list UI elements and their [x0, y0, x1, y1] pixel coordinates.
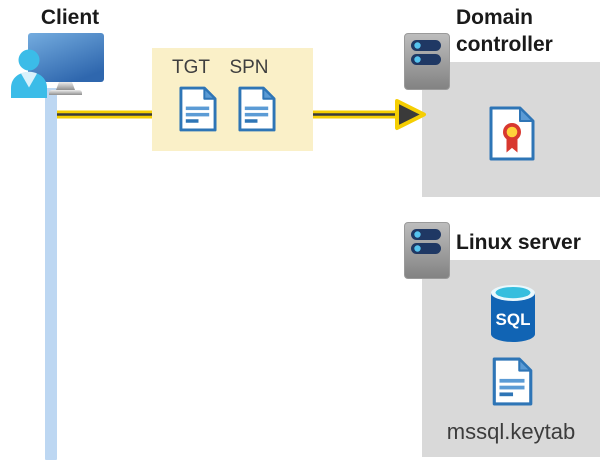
certificate-icon [489, 106, 535, 161]
monitor-stand-neck [56, 82, 75, 90]
sql-cylinder-body [491, 293, 535, 342]
domain-controller-server-icon [404, 33, 450, 90]
certificate-seal-center [506, 126, 518, 138]
tgt-label: TGT [172, 57, 210, 78]
tgt-document-icon [179, 86, 217, 132]
sql-database-icon: SQL [491, 285, 535, 342]
sql-cylinder-top [495, 287, 531, 299]
client-workstation-icon [11, 33, 104, 98]
person-head [18, 49, 40, 71]
spn-document-icon [238, 86, 276, 132]
spn-label: SPN [229, 57, 269, 78]
domain-controller-label: Domain controller [456, 6, 553, 56]
sql-label: SQL [496, 310, 531, 329]
client-label: Client [40, 6, 100, 29]
keytab-document-icon [492, 357, 533, 406]
monitor-stand-base [49, 90, 82, 95]
linux-server-icon [404, 222, 450, 279]
person-collar [21, 71, 37, 88]
linux-server-label: Linux server [456, 231, 581, 254]
keytab-file-label: mssql.keytab [446, 419, 576, 444]
client-connection-line [45, 88, 57, 460]
monitor-icon [28, 33, 104, 82]
arrow-head [395, 99, 426, 130]
ticket-highlight-box [152, 48, 313, 151]
certificate-ribbon [506, 137, 518, 153]
